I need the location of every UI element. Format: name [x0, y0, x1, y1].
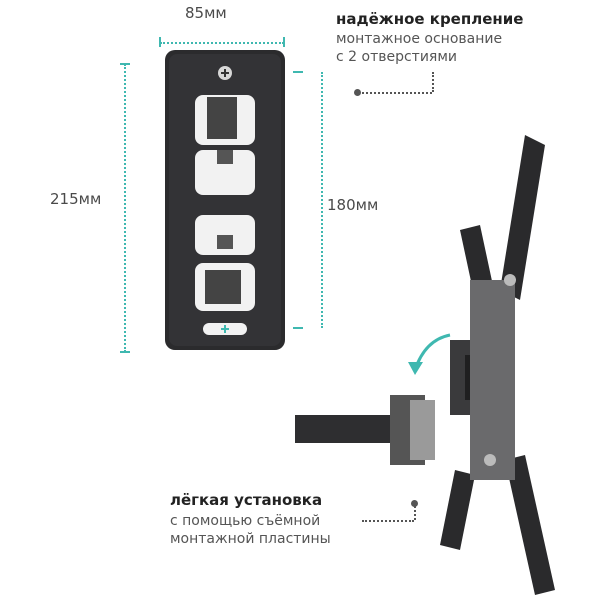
- height-outer-tick-top: [120, 63, 130, 65]
- width-tick-right: [283, 37, 285, 47]
- height-outer-dimension-line: [124, 64, 126, 352]
- bottom-callout-line2: монтажной пластины: [170, 531, 331, 547]
- width-dimension-line: [160, 42, 284, 44]
- height-inner-tick-top: [293, 71, 303, 73]
- bottom-callout-title: лёгкая установка: [170, 491, 323, 509]
- height-inner-label: 180мм: [327, 196, 379, 214]
- bottom-callout-line1: с помощью съёмной: [170, 513, 321, 529]
- top-callout-title: надёжное крепление: [336, 10, 524, 28]
- bottom-callout-leader: [362, 520, 414, 522]
- wall-plate-image: [165, 50, 285, 350]
- top-callout-leader-vertical: [432, 72, 434, 92]
- height-outer-tick-bottom: [120, 351, 130, 353]
- width-label: 85мм: [185, 4, 227, 22]
- bottom-callout-bullet: [411, 500, 418, 507]
- height-inner-dimension-line: [321, 72, 323, 328]
- top-callout-line2: с 2 отверстиями: [336, 49, 458, 65]
- bottom-callout-leader-vertical: [414, 506, 416, 520]
- top-callout-leader: [362, 92, 432, 94]
- height-outer-label: 215мм: [50, 190, 102, 208]
- width-tick-left: [159, 37, 161, 47]
- tv-mount-image: [295, 135, 555, 595]
- top-callout-bullet: [354, 89, 361, 96]
- top-callout-line1: монтажное основание: [336, 31, 503, 47]
- height-inner-tick-bottom: [293, 327, 303, 329]
